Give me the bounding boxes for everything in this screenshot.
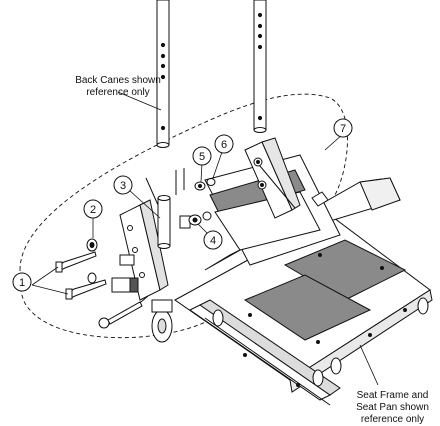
callout-5-number: 5: [199, 151, 205, 163]
back-cane-right: [253, 0, 267, 133]
part-3-spacer-tube: [145, 168, 191, 249]
callout-6-number: 6: [221, 139, 227, 151]
dashed-group-outline: [19, 93, 348, 339]
seat-frame-note-line-2: Seat Pan shown: [356, 402, 429, 413]
seat-frame-note: Seat Frame and Seat Pan shown reference …: [345, 390, 440, 426]
quick-release-pin: [98, 191, 329, 329]
seat-frame: [174, 154, 433, 406]
back-cane-left: [156, 0, 170, 148]
rear-bracket-right: [244, 137, 301, 219]
seat-frame-note-line-3: reference only: [360, 414, 425, 425]
callouts: 1 2 3 4 5 6 7: [12, 118, 353, 292]
callout-7-number: 7: [340, 123, 346, 135]
part-1-bolts: [55, 251, 107, 300]
callout-4: 4: [203, 230, 223, 250]
callout-1: 1: [12, 272, 32, 292]
back-canes-note: Back Canes shown reference only: [52, 75, 184, 99]
callout-1-number: 1: [19, 277, 25, 289]
callout-2: 2: [83, 199, 103, 219]
callout-6: 6: [214, 134, 234, 154]
back-canes-note-line-1: Back Canes shown: [75, 75, 161, 86]
part-2-washer: [86, 238, 98, 284]
callout-3-number: 3: [120, 180, 126, 192]
callout-7: 7: [333, 118, 353, 138]
seat-rollers: [212, 297, 429, 387]
seat-frame-note-line-1: Seat Frame and: [356, 390, 429, 401]
callout-3: 3: [113, 175, 133, 195]
back-canes-note-line-2: reference only: [86, 87, 150, 98]
callout-4-number: 4: [210, 235, 216, 247]
callout-5: 5: [192, 146, 212, 166]
callout-2-number: 2: [90, 204, 96, 216]
hardware-washers: [188, 178, 216, 226]
front-caster: [151, 299, 173, 343]
mounting-bracket-left: [111, 199, 169, 301]
